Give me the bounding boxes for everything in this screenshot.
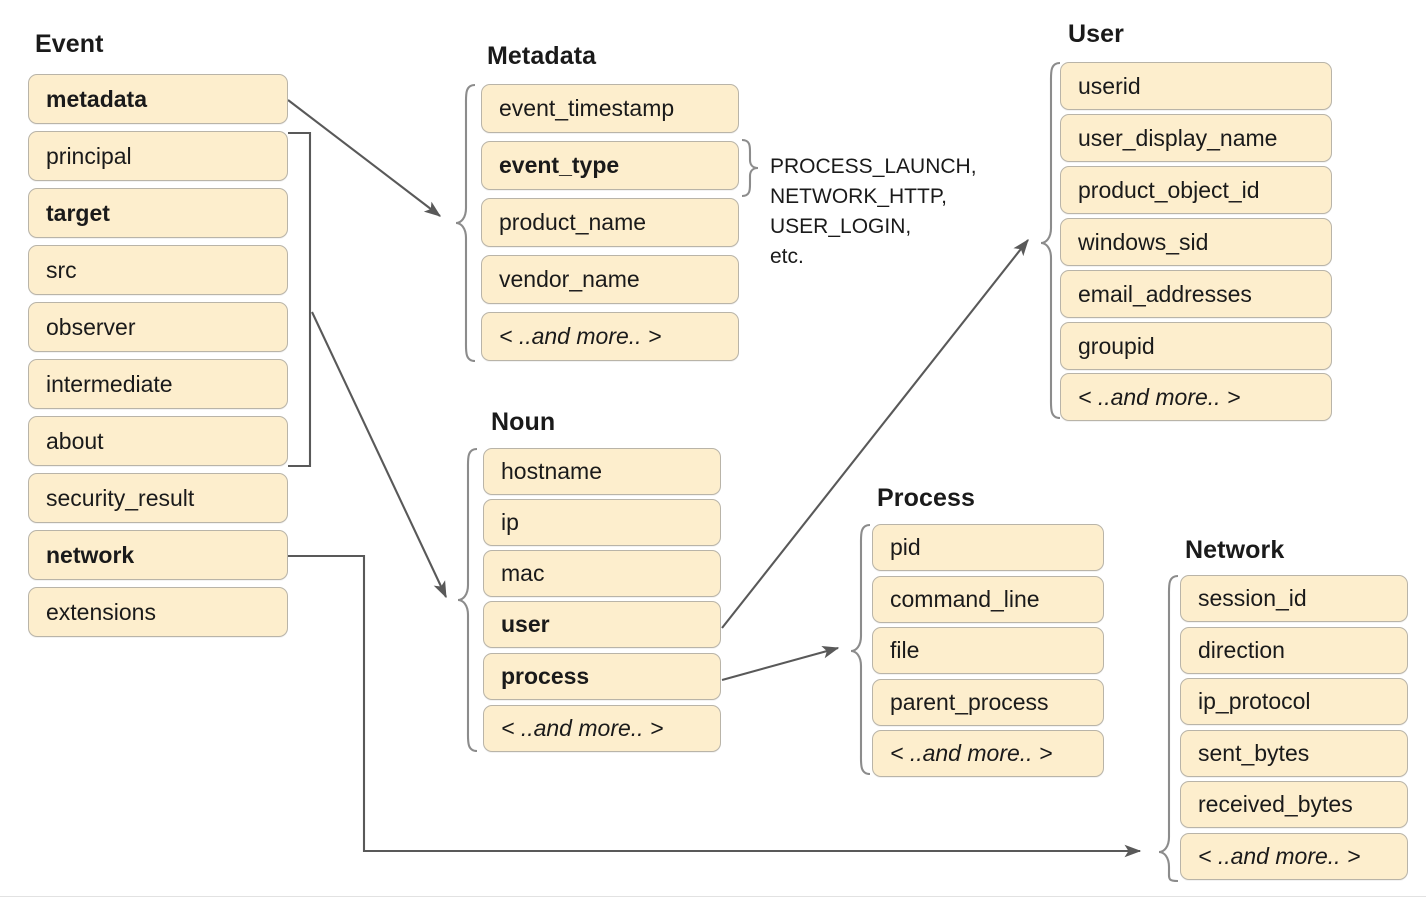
field-event-observer[interactable]: observer	[28, 302, 288, 352]
field-noun-mac[interactable]: mac	[483, 550, 721, 597]
event-nouns-square-bracket	[288, 131, 312, 468]
connector-metadata	[287, 99, 442, 217]
field-network-received-bytes[interactable]: received_bytes	[1180, 781, 1408, 828]
connector-process	[721, 646, 840, 682]
field-noun-and-more[interactable]: < ..and more.. >	[483, 705, 721, 752]
field-process-command-line[interactable]: command_line	[872, 576, 1104, 623]
field-user-groupid[interactable]: groupid	[1060, 322, 1332, 370]
network-group-brace	[1158, 574, 1179, 883]
field-event-about[interactable]: about	[28, 416, 288, 466]
group-title-network: Network	[1185, 536, 1285, 564]
footer-divider	[0, 896, 1426, 897]
field-network-sent-bytes[interactable]: sent_bytes	[1180, 730, 1408, 777]
field-network-and-more[interactable]: < ..and more.. >	[1180, 833, 1408, 880]
field-network-ip-protocol[interactable]: ip_protocol	[1180, 678, 1408, 725]
metadata-group-brace	[455, 83, 476, 363]
event-type-enum-brace	[741, 138, 759, 198]
field-noun-user[interactable]: user	[483, 601, 721, 648]
field-metadata-event-type[interactable]: event_type	[481, 141, 739, 190]
field-metadata-event-timestamp[interactable]: event_timestamp	[481, 84, 739, 133]
group-title-user: User	[1068, 20, 1124, 48]
annotation-event-type-values: PROCESS_LAUNCH, NETWORK_HTTP, USER_LOGIN…	[770, 155, 977, 268]
field-event-src[interactable]: src	[28, 245, 288, 295]
field-event-principal[interactable]: principal	[28, 131, 288, 181]
group-title-metadata: Metadata	[487, 42, 597, 70]
group-title-event: Event	[35, 30, 104, 58]
field-network-direction[interactable]: direction	[1180, 627, 1408, 674]
field-network-session-id[interactable]: session_id	[1180, 575, 1408, 622]
group-title-noun: Noun	[491, 408, 556, 436]
field-process-and-more[interactable]: < ..and more.. >	[872, 730, 1104, 777]
field-user-userid[interactable]: userid	[1060, 62, 1332, 110]
field-event-target[interactable]: target	[28, 188, 288, 238]
field-process-parent-process[interactable]: parent_process	[872, 679, 1104, 726]
field-user-display-name[interactable]: user_display_name	[1060, 114, 1332, 162]
field-metadata-vendor-name[interactable]: vendor_name	[481, 255, 739, 304]
field-event-network[interactable]: network	[28, 530, 288, 580]
field-noun-hostname[interactable]: hostname	[483, 448, 721, 495]
field-process-file[interactable]: file	[872, 627, 1104, 674]
field-user-and-more[interactable]: < ..and more.. >	[1060, 373, 1332, 421]
field-user-product-object-id[interactable]: product_object_id	[1060, 166, 1332, 214]
noun-group-brace	[457, 447, 478, 753]
field-event-security-result[interactable]: security_result	[28, 473, 288, 523]
field-user-email-addresses[interactable]: email_addresses	[1060, 270, 1332, 318]
process-group-brace	[850, 523, 871, 776]
field-user-windows-sid[interactable]: windows_sid	[1060, 218, 1332, 266]
field-noun-ip[interactable]: ip	[483, 499, 721, 546]
field-event-extensions[interactable]: extensions	[28, 587, 288, 637]
field-metadata-and-more[interactable]: < ..and more.. >	[481, 312, 739, 361]
field-process-pid[interactable]: pid	[872, 524, 1104, 571]
field-event-metadata[interactable]: metadata	[28, 74, 288, 124]
connector-nouns	[311, 311, 447, 599]
field-noun-process[interactable]: process	[483, 653, 721, 700]
field-event-intermediate[interactable]: intermediate	[28, 359, 288, 409]
field-metadata-product-name[interactable]: product_name	[481, 198, 739, 247]
group-title-process: Process	[877, 484, 975, 512]
user-group-brace	[1040, 61, 1061, 420]
